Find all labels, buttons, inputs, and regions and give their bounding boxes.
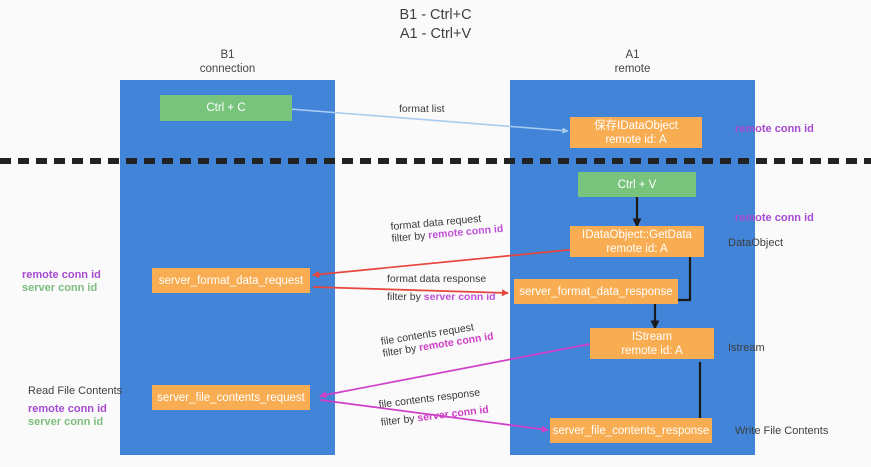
node-server-format-data-response[interactable]: server_format_data_response	[514, 279, 678, 304]
node-istream[interactable]: IStream remote id: A	[590, 328, 714, 359]
edge-label-format-data-response-filter: filter by server conn id	[387, 291, 496, 303]
node-ctrl-v[interactable]: Ctrl + V	[578, 172, 696, 197]
node-ctrl-v-label: Ctrl + V	[617, 178, 657, 191]
page-title: B1 - Ctrl+C A1 - Ctrl+V	[0, 6, 871, 44]
node-server-format-data-request[interactable]: server_format_data_request	[152, 268, 310, 293]
node-server-format-data-request-label: server_format_data_request	[158, 274, 304, 287]
label-write-file-contents: Write File Contents	[735, 425, 829, 437]
node-server-file-contents-response[interactable]: server_file_contents_response	[550, 418, 712, 443]
node-idataobject-getdata[interactable]: IDataObject::GetData remote id: A	[570, 226, 704, 257]
title-line-1: B1 - Ctrl+C	[399, 7, 472, 23]
node-ctrl-c[interactable]: Ctrl + C	[160, 95, 292, 121]
column-header-a1-name: A1	[625, 49, 640, 61]
edge-file-contents-response	[319, 399, 549, 433]
label-data-object: DataObject	[728, 237, 784, 249]
edge-format-data-request	[312, 248, 579, 278]
label-server-conn-id-1: server conn id	[22, 282, 98, 294]
edge-format-list	[276, 107, 569, 134]
label-remote-conn-id-1: remote conn id	[22, 269, 101, 281]
filter-target: server conn id	[423, 291, 496, 303]
node-save-idataobject-line2: remote id: A	[605, 133, 667, 146]
label-server-conn-id-2: server conn id	[28, 416, 104, 428]
filter-prefix: filter by	[387, 291, 424, 303]
node-istream-line2: remote id: A	[621, 344, 683, 357]
node-ctrl-c-label: Ctrl + C	[206, 102, 246, 114]
node-save-idataobject[interactable]: 保存IDataObject remote id: A	[570, 117, 702, 148]
label-istream: Istream	[728, 342, 765, 354]
label-read-file-contents: Read File Contents	[28, 385, 123, 397]
node-server-file-contents-response-label: server_file_contents_response	[552, 424, 710, 437]
phase-divider	[0, 158, 871, 164]
edge-label-format-list: format list	[399, 103, 445, 115]
column-header-b1-name: B1	[220, 49, 235, 61]
node-istream-line1: IStream	[631, 330, 673, 343]
node-save-idataobject-line1: 保存IDataObject	[594, 119, 678, 132]
node-server-file-contents-request-label: server_file_contents_request	[157, 391, 305, 404]
column-header-b1: B1 connection	[120, 49, 335, 76]
column-header-a1-sub: remote	[614, 62, 651, 75]
edge-file-contents-request	[319, 343, 591, 399]
column-header-b1-sub: connection	[199, 62, 256, 75]
column-header-a1: A1 remote	[510, 49, 755, 76]
title-line-2: A1 - Ctrl+V	[399, 26, 472, 42]
edge-label-format-list-caption: format list	[399, 103, 445, 115]
label-remote-conn-id-dataobject: remote conn id	[735, 212, 814, 224]
label-remote-conn-id-2: remote conn id	[28, 403, 107, 415]
node-server-format-data-response-label: server_format_data_response	[519, 285, 673, 298]
node-idataobject-getdata-line2: remote id: A	[606, 242, 668, 255]
edge-format-data-response	[312, 286, 509, 297]
node-idataobject-getdata-line1: IDataObject::GetData	[582, 228, 692, 241]
node-server-file-contents-request[interactable]: server_file_contents_request	[152, 385, 310, 410]
edge-label-format-data-response-caption: format data response	[387, 273, 487, 285]
label-remote-conn-id-top: remote conn id	[735, 123, 814, 135]
edge-label-format-data-response: format data response filter by server co…	[387, 273, 496, 303]
